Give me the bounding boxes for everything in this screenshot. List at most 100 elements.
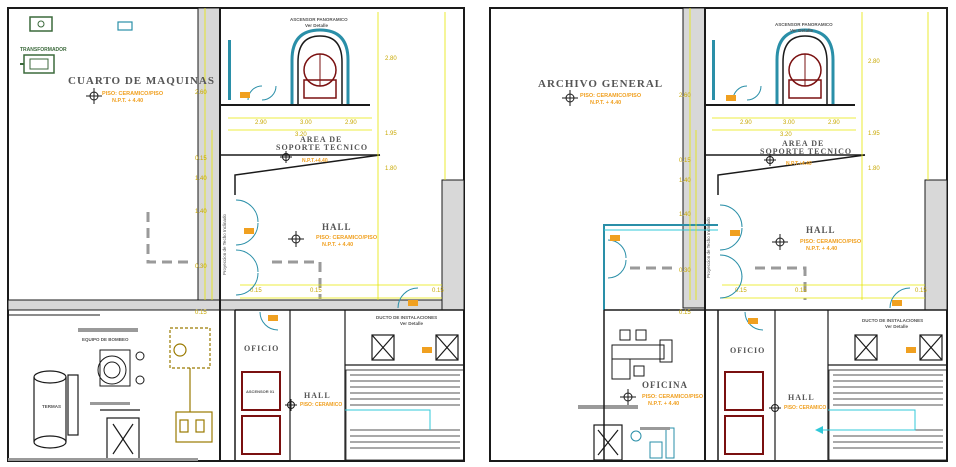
archive-floor: PISO: CERAMICO/PISO	[580, 93, 642, 99]
right-dim-3: 1.40	[679, 178, 691, 184]
lower-hall-marker-icon	[285, 399, 297, 411]
left-dim-11: 2.80	[385, 56, 397, 62]
left-dim-13: 1.80	[385, 166, 397, 172]
right-dim-15: 0.15	[795, 288, 807, 294]
right-dim-6: 0.15	[679, 310, 691, 316]
right-lower-floor: PISO: CERAMICO	[784, 405, 826, 411]
left-dim-7: 2.90	[255, 120, 267, 126]
left-right-column	[441, 179, 465, 311]
right-vertical-note: Proyeccion de Techo Inclinado	[706, 217, 711, 278]
right-dim-16: 0.15	[915, 288, 927, 294]
left-dim-3: 1.40	[195, 176, 207, 182]
office-level: N.P.T. + 4.40	[648, 401, 679, 407]
left-bottom-shaft	[106, 417, 140, 461]
right-elevator-sub: Ver Detalle	[790, 28, 814, 33]
archive-title: ARCHIVO GENERAL	[538, 78, 663, 90]
right-dim-5: 0.30	[679, 268, 691, 274]
tank-label-bar	[90, 402, 130, 405]
left-dim-14: 0.15	[250, 288, 262, 294]
tank-icon	[33, 370, 79, 449]
right-dim-10: 3.20	[780, 132, 792, 138]
left-elevator-sub: Ver Detalle	[305, 23, 329, 28]
left-tech-level: N.P.T.+4.40	[302, 158, 328, 164]
right-plan: 2.60 0.15 1.40 1.40 0.30 0.15 2.90 3.00 …	[489, 7, 948, 462]
left-bottom-band	[8, 458, 198, 461]
office-desk-icon	[611, 329, 673, 380]
right-hall-marker-icon	[772, 234, 788, 250]
stair-arrow-icon	[815, 426, 823, 434]
right-tech-title-1: AREA DE	[782, 139, 824, 148]
left-hall-title: HALL	[322, 222, 352, 232]
right-tech-title-2: SOPORTE TECNICO	[760, 147, 852, 156]
tanks-label: TERMAS	[42, 404, 61, 409]
right-dim-12: 1.95	[868, 131, 880, 137]
left-dim-16: 0.15	[432, 288, 444, 294]
right-office-small: OFICIO	[730, 346, 765, 355]
left-dim-1: 2.60	[195, 90, 207, 96]
small-vent-icon	[117, 21, 133, 31]
right-hall-level: N.P.T. + 4.40	[806, 246, 837, 252]
right-door-tag-4	[892, 300, 902, 306]
right-window-strip	[712, 40, 715, 100]
right-hall-floor: PISO: CERAMICO/PISO	[800, 239, 862, 245]
archive-level-marker-icon	[562, 90, 578, 106]
right-door-tag-6	[906, 347, 916, 353]
left-lower-hall: HALL	[304, 391, 331, 400]
left-dim-4: 1.40	[195, 209, 207, 215]
left-lower-elevators	[241, 371, 281, 455]
generator-icon	[169, 327, 213, 443]
restroom-fixture-icon	[630, 427, 675, 459]
transformer-icon	[20, 16, 55, 74]
left-dim-6: 0.15	[195, 310, 207, 316]
left-dim-15: 0.15	[310, 288, 322, 294]
left-lower-elevator-tag: ASCENSOR 01	[246, 389, 275, 394]
left-ducts-label: DUCTO DE INSTALACIONES	[376, 315, 437, 320]
machine-room-title: CUARTO DE MAQUINAS	[68, 75, 215, 87]
left-shaft-icons	[371, 334, 459, 361]
right-door-tag-2	[730, 230, 740, 236]
left-tech-title-2: SOPORTE TECNICO	[276, 143, 368, 152]
door-tag-3	[408, 300, 418, 306]
right-stairs	[828, 369, 948, 461]
right-lower-elevators	[724, 371, 764, 455]
right-dim-9: 2.90	[828, 120, 840, 126]
office-marker-icon	[620, 389, 636, 405]
right-door-tag-1	[726, 95, 736, 101]
left-elevator-caption: ASCENSOR PANORAMICO	[290, 17, 348, 22]
left-lower-floor: PISO: CERAMICO	[300, 402, 342, 408]
left-structure-beam	[7, 299, 465, 311]
left-hall-level: N.P.T. + 4.40	[322, 242, 353, 248]
pressurization-label: EQUIPO DE BOMBEO	[82, 337, 129, 342]
tech-level-marker-icon	[280, 151, 292, 163]
door-tag-4	[268, 315, 278, 321]
left-plan: 2.60 0.15 1.40 1.40 0.30 0.15 2.90 3.00 …	[7, 7, 465, 462]
office-floor: PISO: CERAMICO/PISO	[642, 394, 704, 400]
right-ducts-label: DUCTO DE INSTALACIONES	[862, 318, 923, 323]
left-dim-9: 2.90	[345, 120, 357, 126]
right-shaft-icons	[593, 334, 943, 461]
right-tech-marker-icon	[764, 154, 776, 166]
right-elevator-icon	[775, 28, 835, 104]
pump-icon	[97, 349, 145, 387]
elevator-icon	[290, 28, 350, 104]
door-tag-2	[244, 228, 254, 234]
right-dim-4: 1.40	[679, 212, 691, 218]
left-office-label: OFICIO	[244, 344, 279, 353]
machine-room-floor: PISO: CERAMICO/PISO	[102, 91, 164, 97]
door-tag-1	[240, 92, 250, 98]
left-stairs	[345, 369, 465, 461]
pump-label-bar	[78, 328, 138, 332]
right-right-column	[924, 179, 948, 311]
machine-room-level: N.P.T. + 4.40	[112, 98, 143, 104]
right-dim-7: 2.90	[740, 120, 752, 126]
right-hall-title: HALL	[806, 225, 836, 235]
left-dim-8: 3.00	[300, 120, 312, 126]
office-partition	[603, 224, 718, 310]
right-dim-2: 0.15	[679, 158, 691, 164]
right-lower-hall: HALL	[788, 393, 815, 402]
left-ducts-sub: Ver Detalle	[400, 321, 424, 326]
left-dim-10: 3.20	[295, 132, 307, 138]
left-window-strip	[228, 40, 231, 100]
right-dim-13: 1.80	[868, 166, 880, 172]
right-ducts-sub: Ver Detalle	[885, 324, 909, 329]
